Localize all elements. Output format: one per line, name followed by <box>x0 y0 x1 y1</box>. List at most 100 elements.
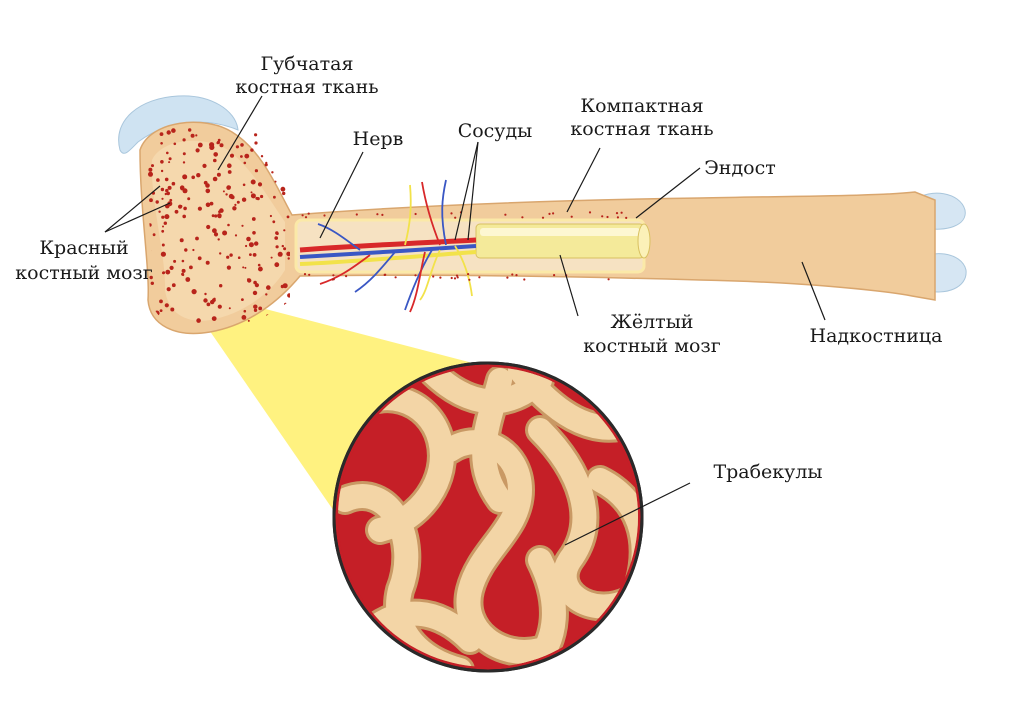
femoral-head-cartilage <box>118 95 239 154</box>
red-marrow-dot <box>160 142 163 145</box>
compact-bone-dot <box>606 215 609 219</box>
red-marrow-dot <box>250 191 253 194</box>
red-marrow-dot <box>283 308 288 314</box>
red-marrow-dot <box>272 220 276 224</box>
red-marrow-dot <box>254 133 258 137</box>
red-marrow-dot <box>232 206 237 211</box>
red-marrow-dot <box>274 180 277 183</box>
red-marrow-dot <box>166 151 169 155</box>
red-marrow-dot <box>148 167 153 172</box>
red-marrow-dot <box>250 179 256 185</box>
red-marrow-dot <box>287 293 290 298</box>
compact-bone-dot <box>454 216 457 219</box>
red-marrow-dot <box>216 172 221 177</box>
compact-bone-dot <box>504 213 507 216</box>
red-marrow-dot <box>283 247 287 251</box>
red-marrow-dot <box>214 214 218 218</box>
red-marrow-dot <box>257 263 261 267</box>
red-marrow-dot <box>217 304 222 309</box>
vessel-branches <box>317 179 473 313</box>
compact-bone-dot <box>307 212 310 215</box>
red-marrow-dot <box>247 319 250 322</box>
compact-bone-dot <box>301 214 304 217</box>
red-marrow-dot <box>183 206 187 211</box>
red-marrow-dot <box>181 272 185 276</box>
red-marrow-dot <box>159 132 164 137</box>
yellow-marrow-end <box>637 223 651 259</box>
red-marrow-dot <box>191 175 195 180</box>
red-marrow-dot <box>240 143 244 147</box>
red-marrow-dot <box>229 253 233 257</box>
red-marrow-dot <box>213 158 217 163</box>
label-endosteum: Эндост <box>704 157 776 179</box>
red-marrow-dot <box>180 187 184 191</box>
red-marrow-dot <box>156 178 160 182</box>
red-marrow-dot <box>254 169 258 173</box>
red-marrow-dot <box>195 134 198 137</box>
red-marrow-dot <box>160 251 166 257</box>
red-marrow-dot <box>149 275 153 280</box>
red-marrow-dot <box>266 285 271 290</box>
red-marrow-dot <box>202 163 207 168</box>
red-marrow-dot <box>187 197 191 201</box>
red-marrow-dot <box>213 232 219 237</box>
red-marrow-dot <box>257 182 263 187</box>
red-marrow-dot <box>217 138 221 142</box>
red-marrow-dot <box>275 245 279 249</box>
red-marrow-dot <box>158 210 161 213</box>
red-marrow-dot <box>159 299 163 304</box>
red-marrow-dot <box>180 205 183 208</box>
red-marrow-dot <box>197 256 202 261</box>
red-marrow-dot <box>165 269 171 275</box>
red-marrow-dot <box>286 251 290 257</box>
compact-bone-dot <box>620 211 623 214</box>
red-marrow-dot <box>277 251 283 257</box>
red-marrow-dot <box>227 223 230 227</box>
compact-bone-dot <box>616 216 620 219</box>
magnifier-beam <box>185 295 488 517</box>
red-marrow-dot <box>276 232 279 236</box>
red-marrow-dot <box>219 252 222 255</box>
compact-bone-dot <box>450 212 453 215</box>
red-marrow-dot <box>219 284 223 288</box>
red-marrow-dot <box>219 143 224 148</box>
red-marrow-dot <box>235 145 239 149</box>
red-marrow-dot <box>151 164 154 168</box>
compact-bone-dot <box>552 212 555 215</box>
red-bone-marrow-dots <box>148 128 290 325</box>
spongy-bone-region <box>151 140 285 321</box>
red-marrow-dot <box>274 236 279 240</box>
compact-bone-dot <box>414 274 417 277</box>
red-marrow-dot <box>171 128 176 133</box>
red-marrow-dot <box>271 171 274 174</box>
compact-bone-dot <box>521 216 524 219</box>
red-marrow-dot <box>219 208 224 213</box>
red-marrow-dot <box>234 203 237 206</box>
red-marrow-dot <box>196 173 201 178</box>
red-marrow-dot <box>222 190 225 193</box>
red-marrow-dot <box>161 197 164 200</box>
compact-bone-dot <box>453 277 457 280</box>
red-marrow-dot <box>205 260 210 265</box>
red-marrow-dot <box>166 191 170 196</box>
red-marrow-dot <box>160 160 164 164</box>
red-marrow-dot <box>161 215 165 219</box>
red-marrow-dot <box>161 243 165 247</box>
red-marrow-dot <box>286 215 290 219</box>
red-marrow-dot <box>213 152 218 157</box>
compact-bone-dot <box>506 276 509 279</box>
red-marrow-dot <box>217 214 222 219</box>
red-marrow-dot <box>244 153 250 159</box>
red-marrow-dot <box>281 128 285 132</box>
compact-bone-dot <box>439 276 442 279</box>
red-marrow-dot <box>229 153 235 158</box>
red-marrow-dot <box>169 265 174 270</box>
compact-bone-dot <box>601 215 604 218</box>
compact-bone-dot <box>455 274 459 277</box>
red-marrow-dot <box>167 185 172 190</box>
red-marrow-dot <box>210 299 215 305</box>
red-marrow-dot <box>148 171 153 177</box>
red-marrow-dot <box>277 147 281 151</box>
red-marrow-dot <box>182 138 186 142</box>
red-marrow-dot <box>173 142 177 146</box>
